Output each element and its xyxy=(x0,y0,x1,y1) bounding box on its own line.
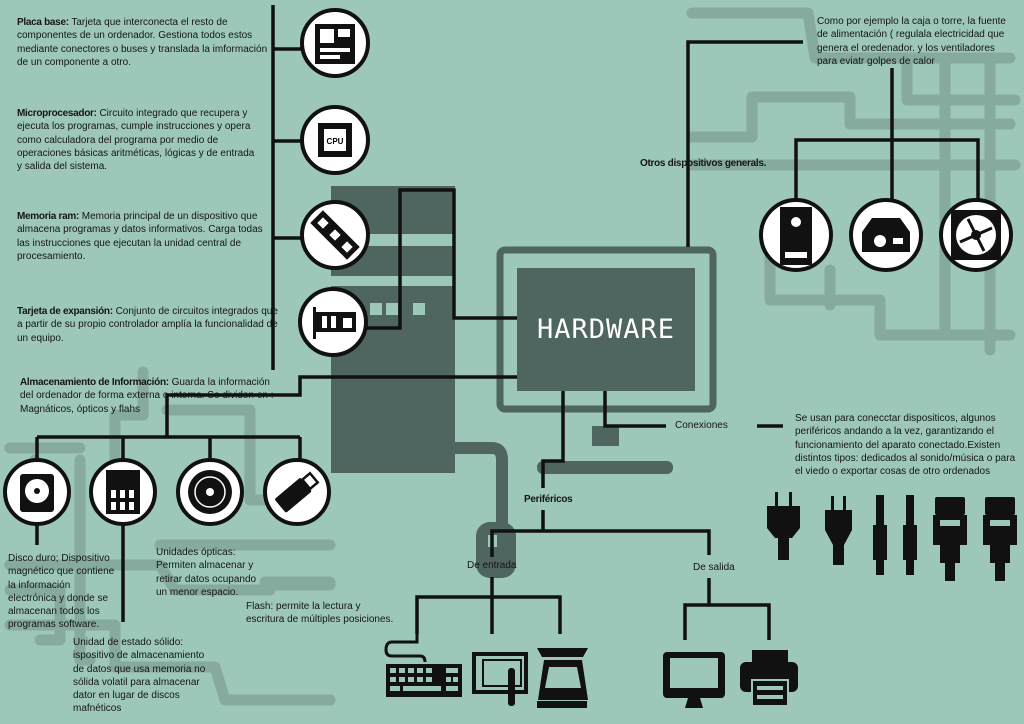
motherboard-icon xyxy=(300,8,370,78)
cpu-icon: CPU xyxy=(300,105,370,175)
svg-text:CPU: CPU xyxy=(327,137,344,146)
connections-description: Se usan para conecctar dispositicos, alg… xyxy=(795,413,1016,478)
optical-disc-icon xyxy=(176,458,244,526)
expansion-card-description: Tarjeta de expansión: Conjunto de circui… xyxy=(17,305,279,345)
term: Memoria ram: xyxy=(17,211,79,222)
description: Circuito integrado que recupera y ejecut… xyxy=(17,108,255,173)
jack-plug-2-icon xyxy=(903,495,917,575)
term: Placa base: xyxy=(17,17,69,28)
term: Tarjeta de expansión: xyxy=(17,306,113,317)
other-devices-label: Otros dispositivos generals. xyxy=(640,158,767,169)
connector-lines xyxy=(35,5,980,640)
description: Tarjeta que interconecta el resto de com… xyxy=(17,17,268,68)
cpu-description: Microprocesador: Circuito integrado que … xyxy=(17,107,262,173)
hdd-description: Disco duro; Dispositivo magnético que co… xyxy=(8,553,115,631)
scanner-icon xyxy=(537,648,588,708)
description: Guarda la información del ordenador de f… xyxy=(20,377,274,415)
hdmi-plug-icon xyxy=(933,497,967,581)
expansion-card-icon xyxy=(298,287,368,357)
input-label: De entrada xyxy=(467,560,517,571)
output-label: De salida xyxy=(693,562,735,573)
motherboard-description: Placa base: Tarjeta que interconecta el … xyxy=(17,16,277,69)
flash-description: Flash: permite la lectura y escritura de… xyxy=(246,601,394,626)
graphics-tablet-icon xyxy=(472,652,528,706)
term: Microprocesador: xyxy=(17,108,97,119)
tower-case-icon xyxy=(759,198,833,272)
storage-description: Almacenamiento de Información: Guarda la… xyxy=(20,376,282,416)
optical-description: Unidades ópticas: Permiten almacenar y r… xyxy=(156,547,257,598)
hardware-title: HARDWARE xyxy=(536,314,676,345)
other-devices-description: Como por ejemplo la caja o torre, la fue… xyxy=(817,16,1006,67)
ssd-description: Unidad de estado sólido: ispositivo de a… xyxy=(73,637,206,715)
ram-description: Memoria ram: Memoria principal de un dis… xyxy=(17,210,272,263)
monitor-icon xyxy=(663,652,725,708)
peripherals-label: Periféricos xyxy=(524,494,573,505)
power-supply-icon xyxy=(849,198,923,272)
hdmi-plug-2-icon xyxy=(983,497,1017,581)
flash-drive-icon xyxy=(263,458,331,526)
connection-plugs xyxy=(767,492,1017,581)
term: Almacenamiento de Información: xyxy=(20,377,169,388)
description: Memoria principal de un dispositivo que … xyxy=(17,211,263,262)
ram-icon xyxy=(300,200,370,270)
jack-plug-icon xyxy=(873,495,887,575)
ssd-icon xyxy=(89,458,157,526)
description: Conjunto de circuitos integrados que a p… xyxy=(17,306,278,344)
hard-disk-icon xyxy=(3,458,71,526)
keyboard-icon xyxy=(384,634,462,697)
power-plug-icon xyxy=(767,492,800,560)
connections-label: Conexiones xyxy=(675,420,728,431)
printer-icon xyxy=(740,650,798,707)
audio-plug-icon xyxy=(825,496,852,565)
fan-icon xyxy=(939,198,1013,272)
